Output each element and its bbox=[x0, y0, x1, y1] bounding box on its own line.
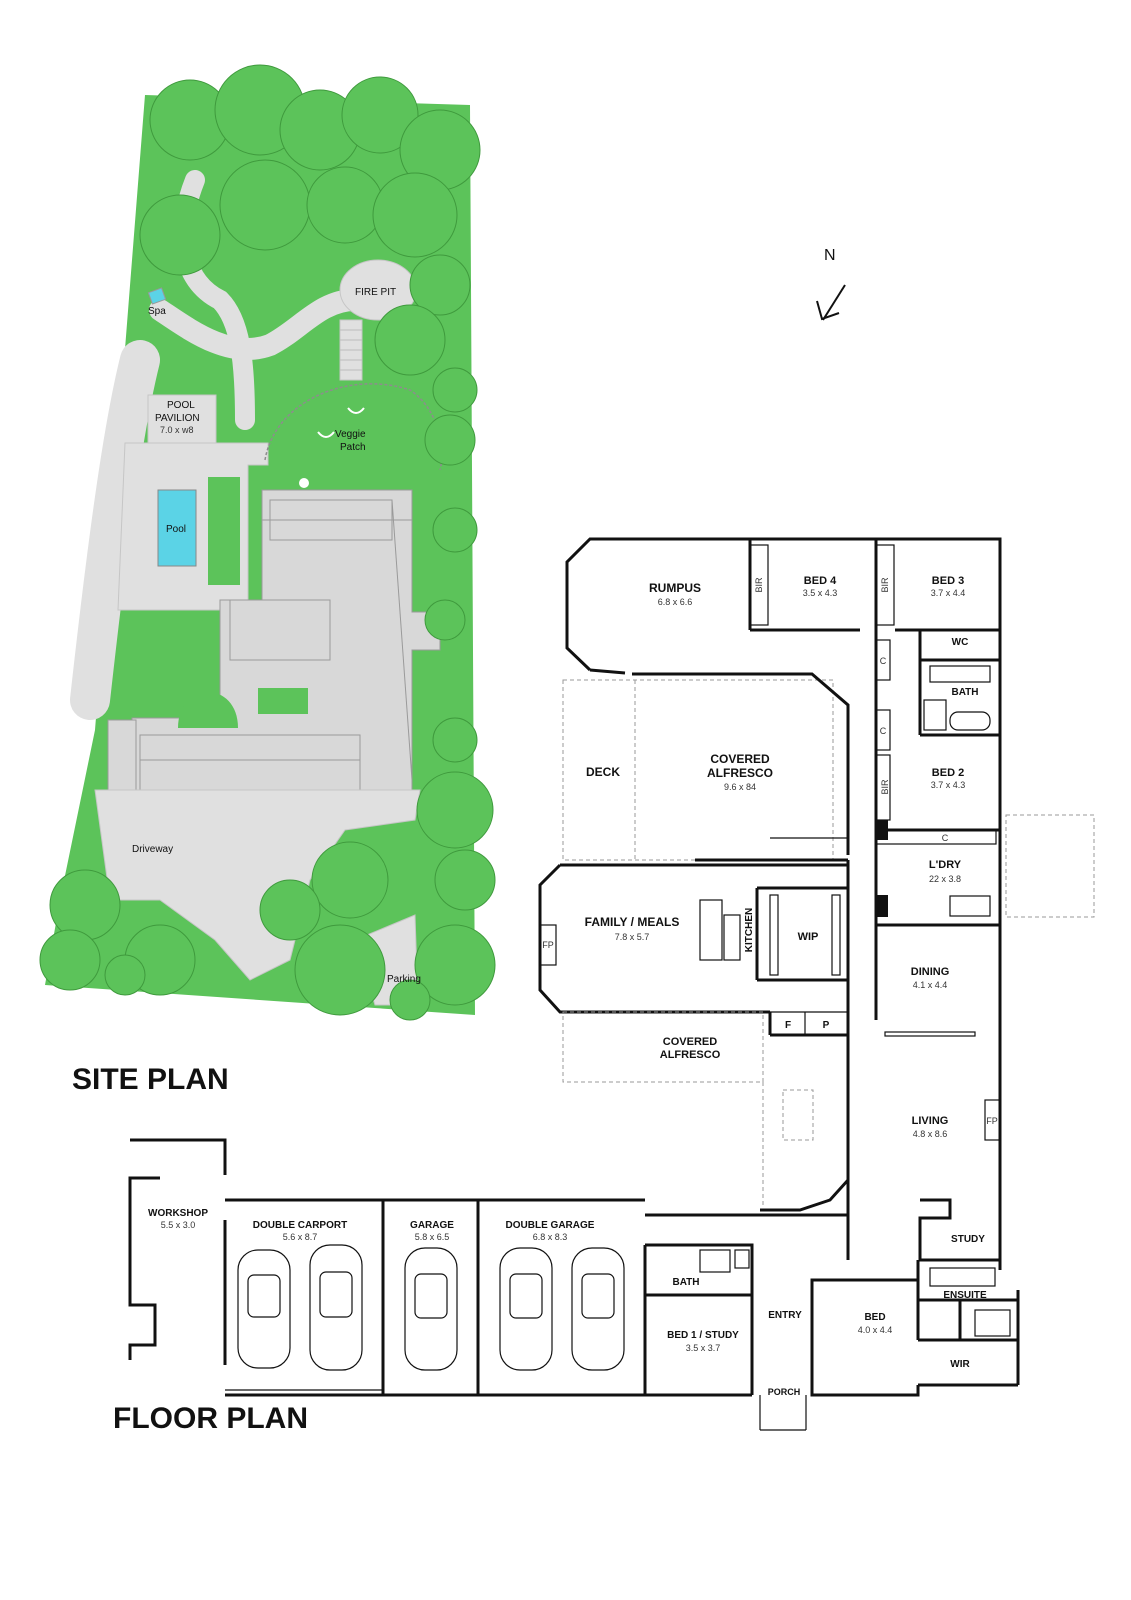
pool-label: Pool bbox=[166, 524, 186, 535]
room-bed4: BED 4 bbox=[804, 575, 837, 587]
room-bed2-dim: 3.7 x 4.3 bbox=[931, 780, 966, 790]
room-bed1-dim: 3.5 x 3.7 bbox=[686, 1343, 721, 1353]
floor-plan-heading: FLOOR PLAN bbox=[113, 1402, 308, 1435]
pool-pavilion-label-2: PAVILION bbox=[155, 413, 200, 424]
room-kitchen: KITCHEN bbox=[744, 908, 755, 952]
pantry: P bbox=[823, 1020, 830, 1031]
driveway-label: Driveway bbox=[132, 844, 173, 855]
pool bbox=[157, 489, 197, 567]
room-dining-dim: 4.1 x 4.4 bbox=[913, 980, 948, 990]
room-porch: PORCH bbox=[768, 1387, 801, 1397]
north-compass: N bbox=[816, 247, 846, 321]
bir-bed4: BIR bbox=[754, 577, 764, 593]
room-study: STUDY bbox=[951, 1234, 985, 1245]
pool-pavilion-label-1: POOL bbox=[167, 400, 195, 411]
room-double-garage-dim: 6.8 x 8.3 bbox=[533, 1232, 568, 1242]
room-garage: GARAGE bbox=[410, 1220, 454, 1231]
room-wc: WC bbox=[952, 637, 969, 648]
room-bed-main: BED bbox=[864, 1312, 885, 1323]
cupboard-3: C bbox=[942, 833, 949, 843]
fire-pit-label: FIRE PIT bbox=[355, 287, 396, 298]
room-bed2: BED 2 bbox=[932, 767, 964, 779]
trees bbox=[39, 64, 496, 1021]
room-wir: WIR bbox=[950, 1359, 970, 1370]
room-wip: WIP bbox=[798, 931, 819, 943]
pool-pavilion bbox=[147, 394, 217, 444]
north-label: N bbox=[824, 247, 836, 264]
room-rumpus: RUMPUS bbox=[649, 581, 701, 595]
room-double-carport-dim: 5.6 x 8.7 bbox=[283, 1232, 318, 1242]
floor-plan bbox=[128, 537, 1095, 1431]
room-entry: ENTRY bbox=[768, 1310, 802, 1321]
bir-bed2: BIR bbox=[880, 779, 890, 795]
room-deck: DECK bbox=[586, 765, 620, 779]
room-alfresco-1-b: ALFRESCO bbox=[707, 766, 773, 780]
room-bed-main-dim: 4.0 x 4.4 bbox=[858, 1325, 893, 1335]
room-ldry-dim: 22 x 3.8 bbox=[929, 874, 961, 884]
room-rumpus-dim: 6.8 x 6.6 bbox=[658, 597, 693, 607]
room-double-garage: DOUBLE GARAGE bbox=[506, 1220, 595, 1231]
veggie-label-2: Patch bbox=[340, 442, 366, 453]
room-bath-top: BATH bbox=[951, 687, 978, 698]
room-ensuite: ENSUITE bbox=[943, 1290, 987, 1301]
site-plan-heading: SITE PLAN bbox=[72, 1063, 229, 1096]
room-labels: RUMPUS 6.8 x 6.6 BED 4 3.5 x 4.3 BED 3 3… bbox=[148, 575, 987, 1397]
room-family: FAMILY / MEALS bbox=[585, 915, 680, 929]
room-family-dim: 7.8 x 5.7 bbox=[615, 932, 650, 942]
room-alfresco-1-a: COVERED bbox=[710, 752, 770, 766]
room-double-carport: DOUBLE CARPORT bbox=[253, 1220, 347, 1231]
room-ldry: L'DRY bbox=[929, 859, 962, 871]
cupboard-1: C bbox=[880, 656, 887, 666]
cars bbox=[237, 1244, 625, 1371]
house-roof bbox=[107, 489, 441, 791]
fixture-labels: BIR BIR BIR C C C FP FP F P bbox=[542, 577, 998, 1126]
room-bed1: BED 1 / STUDY bbox=[667, 1330, 739, 1341]
pool-pavilion-dim: 7.0 x w8 bbox=[160, 425, 194, 435]
room-bed3-dim: 3.7 x 4.4 bbox=[931, 588, 966, 598]
room-dining: DINING bbox=[911, 966, 950, 978]
pool-lawn-strip bbox=[208, 477, 240, 585]
room-bed4-dim: 3.5 x 4.3 bbox=[803, 588, 838, 598]
garden-path bbox=[149, 289, 366, 360]
room-workshop-dim: 5.5 x 3.0 bbox=[161, 1220, 196, 1230]
bir-bed3: BIR bbox=[880, 577, 890, 593]
site-plan: Spa FIRE PIT POOL PAVILION 7.0 x w8 Vegg… bbox=[39, 64, 496, 1021]
room-bed3: BED 3 bbox=[932, 575, 964, 587]
fireplace-living: FP bbox=[986, 1116, 998, 1126]
parking-label: Parking bbox=[387, 974, 421, 985]
bath-tub bbox=[949, 711, 991, 731]
room-alfresco-2-b: ALFRESCO bbox=[660, 1049, 721, 1061]
room-alfresco-2-a: COVERED bbox=[663, 1036, 717, 1048]
room-living-dim: 4.8 x 8.6 bbox=[913, 1129, 948, 1139]
fridge: F bbox=[785, 1020, 791, 1031]
cupboard-2: C bbox=[880, 726, 887, 736]
room-workshop: WORKSHOP bbox=[148, 1208, 208, 1219]
room-living: LIVING bbox=[912, 1115, 949, 1127]
room-bath-bottom: BATH bbox=[672, 1277, 699, 1288]
room-alfresco-1-dim: 9.6 x 84 bbox=[724, 782, 756, 792]
spa-label: Spa bbox=[148, 306, 166, 317]
room-garage-dim: 5.8 x 6.5 bbox=[415, 1232, 450, 1242]
veggie-label-1: Veggie bbox=[335, 429, 366, 440]
spa bbox=[147, 287, 167, 305]
fireplace-family: FP bbox=[542, 940, 554, 950]
